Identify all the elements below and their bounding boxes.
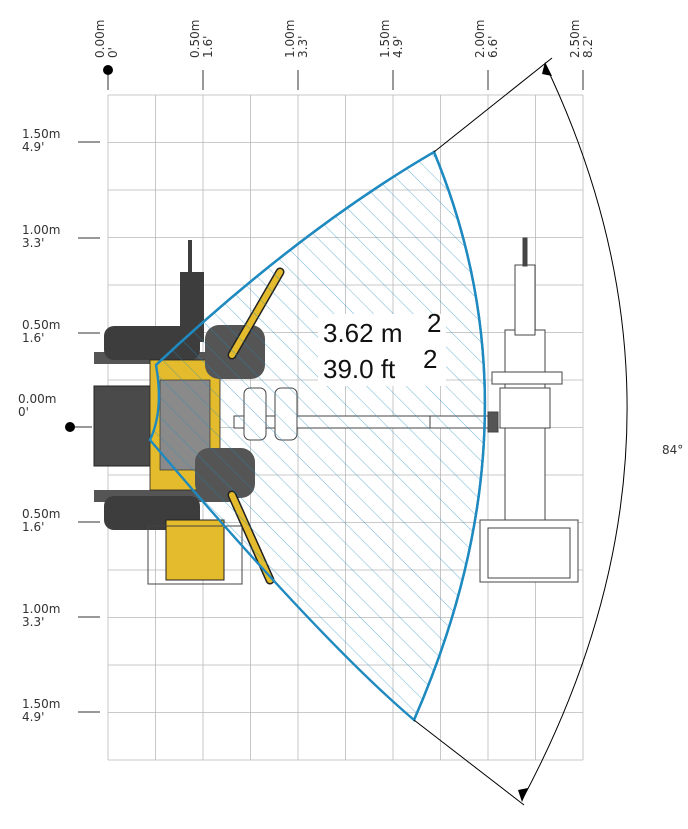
left-label-ft: 3.3' xyxy=(22,615,44,629)
left-label-m: 1.50m xyxy=(22,127,60,141)
left-label-ft: 3.3' xyxy=(22,236,44,250)
left-label-m: 0.00m xyxy=(18,392,56,406)
angle-arrow-bottom xyxy=(518,788,528,802)
left-axis-labels: 1.50m 4.9' 1.00m 3.3' 0.50m 1.6' 0.00m 0… xyxy=(18,127,60,724)
top-label-m: 1.00m xyxy=(283,20,297,58)
top-label-ft: 3.3' xyxy=(296,36,310,58)
top-axis-labels: 0.00m 0' 0.50m 1.6' 1.00m 3.3' 1.50m 4.9… xyxy=(93,20,595,58)
left-label-ft: 4.9' xyxy=(22,710,44,724)
area-imperial-exp: 2 xyxy=(423,344,437,374)
left-label-ft: 0' xyxy=(18,405,29,419)
top-label-ft: 8.2' xyxy=(581,36,595,58)
sweep-angle-label: 84° xyxy=(662,443,683,457)
top-label-ft: 4.9' xyxy=(391,36,405,58)
left-label-ft: 1.6' xyxy=(22,520,44,534)
angle-arrow-top xyxy=(542,62,552,76)
area-imperial: 39.0 ft xyxy=(323,354,396,384)
area-metric: 3.62 m xyxy=(323,318,403,348)
top-label-m: 2.50m xyxy=(568,20,582,58)
top-label-ft: 1.6' xyxy=(201,36,215,58)
top-label-m: 0.50m xyxy=(188,20,202,58)
top-label-m: 1.50m xyxy=(378,20,392,58)
left-label-m: 1.00m xyxy=(22,223,60,237)
area-metric-exp: 2 xyxy=(427,308,441,338)
area-label: 3.62 m 2 39.0 ft 2 xyxy=(318,308,446,386)
left-label-m: 0.50m xyxy=(22,318,60,332)
left-label-m: 1.50m xyxy=(22,697,60,711)
angle-dimension xyxy=(413,57,628,806)
left-label-ft: 4.9' xyxy=(22,140,44,154)
left-label-m: 1.00m xyxy=(22,602,60,616)
top-label-m: 2.00m xyxy=(473,20,487,58)
top-label-m: 0.00m xyxy=(93,20,107,58)
workspace-inner-boundary xyxy=(155,150,487,721)
top-label-ft: 0' xyxy=(106,47,120,58)
origin-dot-left xyxy=(65,422,75,432)
origin-dot-top xyxy=(103,65,113,75)
left-label-m: 0.50m xyxy=(22,507,60,521)
left-label-ft: 1.6' xyxy=(22,331,44,345)
top-label-ft: 6.6' xyxy=(486,36,500,58)
